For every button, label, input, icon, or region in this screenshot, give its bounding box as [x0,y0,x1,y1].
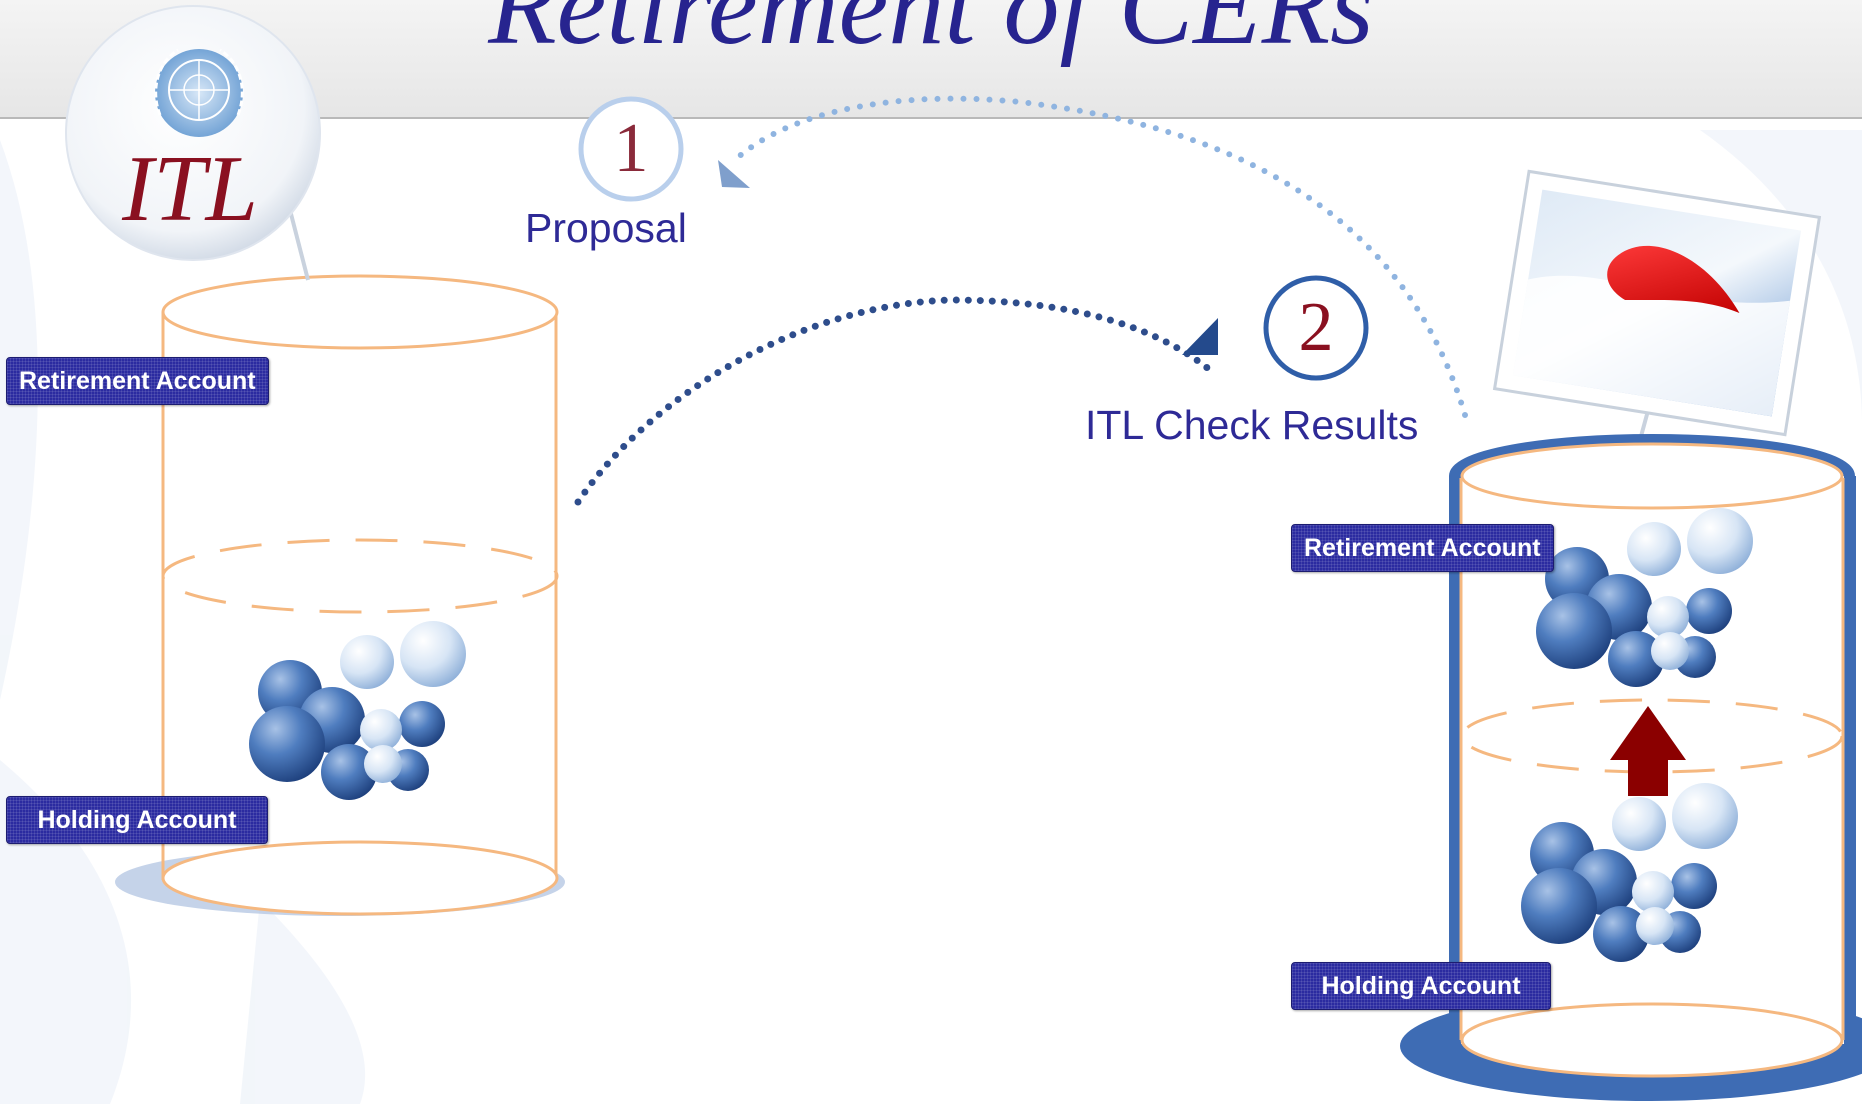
step-2-label: ITL Check Results [1085,402,1419,448]
check-results-arrowhead-icon [1182,318,1218,355]
left-retirement-account-label: Retirement Account [6,357,269,405]
left-holding-account-label: Holding Account [6,796,268,844]
step-2-circle [1263,275,1369,381]
proposal-arrowhead-icon [718,160,750,188]
cer-units-right-retirement [1536,508,1753,687]
itl-logo-text: ITL [122,137,258,241]
step-1-circle [578,96,684,202]
proposal-arrow-path [732,95,1468,418]
check-results-arrow-path [574,296,1214,506]
page-title: Retirement of CERs [488,0,1374,68]
right-holding-account-label: Holding Account [1291,962,1551,1010]
cer-units-left-holding [249,621,466,800]
transfer-up-arrow-icon [1610,706,1686,796]
itl-registry-cylinder [115,274,565,916]
step-1-label: Proposal [525,205,687,251]
japan-flag-icon [1492,169,1822,441]
step-2-number: 2 [1298,289,1334,366]
step-1-number: 1 [613,110,649,187]
right-retirement-account-label: Retirement Account [1291,524,1554,572]
itl-logo [65,5,321,281]
un-emblem-icon [154,48,244,137]
cer-units-right-holding [1521,783,1738,962]
background-leaves [0,130,1862,1104]
